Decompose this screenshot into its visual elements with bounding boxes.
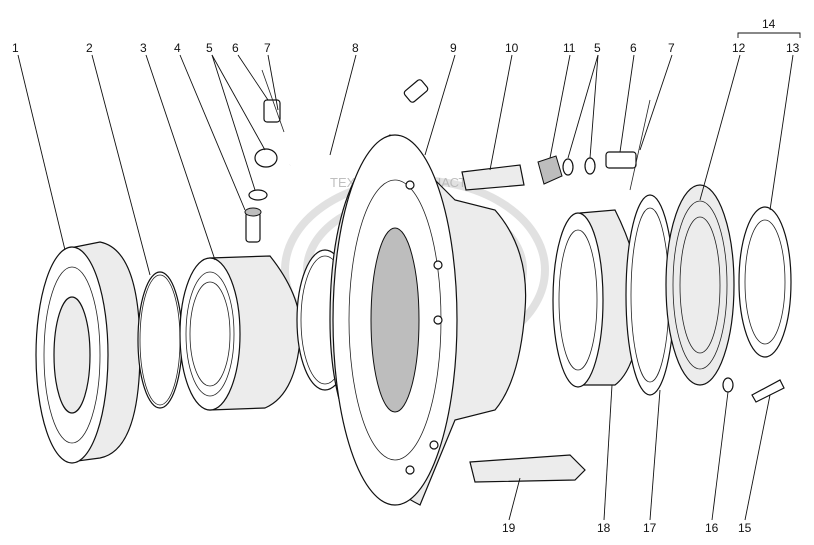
callout-9: 9	[450, 41, 457, 55]
callout-1: 1	[12, 41, 19, 55]
part-11-nut	[537, 155, 563, 185]
callout-19: 19	[502, 521, 516, 535]
callout-10: 10	[505, 41, 519, 55]
callout-6-right: 6	[630, 41, 637, 55]
part-16-washer	[722, 377, 734, 393]
callout-12: 12	[732, 41, 746, 55]
part-5-washer-left	[248, 148, 278, 201]
callout-8: 8	[352, 41, 359, 55]
callout-5-right: 5	[594, 41, 601, 55]
callout-11: 11	[563, 41, 576, 55]
callout-3: 3	[140, 41, 147, 55]
bracket-14	[737, 32, 801, 38]
part-6-fitting-right	[605, 99, 651, 191]
callout-2: 2	[86, 41, 93, 55]
part-3-threaded-sleeve	[179, 255, 302, 411]
callout-14: 14	[762, 17, 776, 31]
callout-13: 13	[786, 41, 800, 55]
callout-labels: 1 2 3 4 5 6 7 8 9 10 11 5 6 7 12 13 14 1…	[12, 17, 800, 535]
callout-6-left: 6	[232, 41, 239, 55]
part-1-roller-bearing	[35, 241, 141, 464]
part-18-bearing	[552, 209, 642, 388]
callout-17: 17	[643, 521, 657, 535]
callout-18: 18	[597, 521, 611, 535]
part-8-pipe	[289, 79, 429, 167]
part-5-washer-right	[562, 157, 596, 176]
part-6-fitting-left	[261, 69, 285, 133]
part-2-retaining-ring	[137, 271, 183, 409]
part-12-cover	[665, 184, 735, 386]
part-19-long-bolt	[469, 454, 586, 483]
part-13-seal	[738, 206, 792, 358]
callout-7-right: 7	[668, 41, 675, 55]
part-9-hub	[329, 134, 527, 506]
callout-7-left: 7	[264, 41, 271, 55]
part-15-bolt	[751, 379, 785, 403]
callout-16: 16	[705, 521, 719, 535]
callout-15: 15	[738, 521, 752, 535]
callout-4: 4	[174, 41, 181, 55]
part-10-stud	[461, 164, 525, 191]
leader-lines	[17, 54, 794, 521]
part-4-bolt	[244, 207, 262, 243]
callout-5-left: 5	[206, 41, 213, 55]
